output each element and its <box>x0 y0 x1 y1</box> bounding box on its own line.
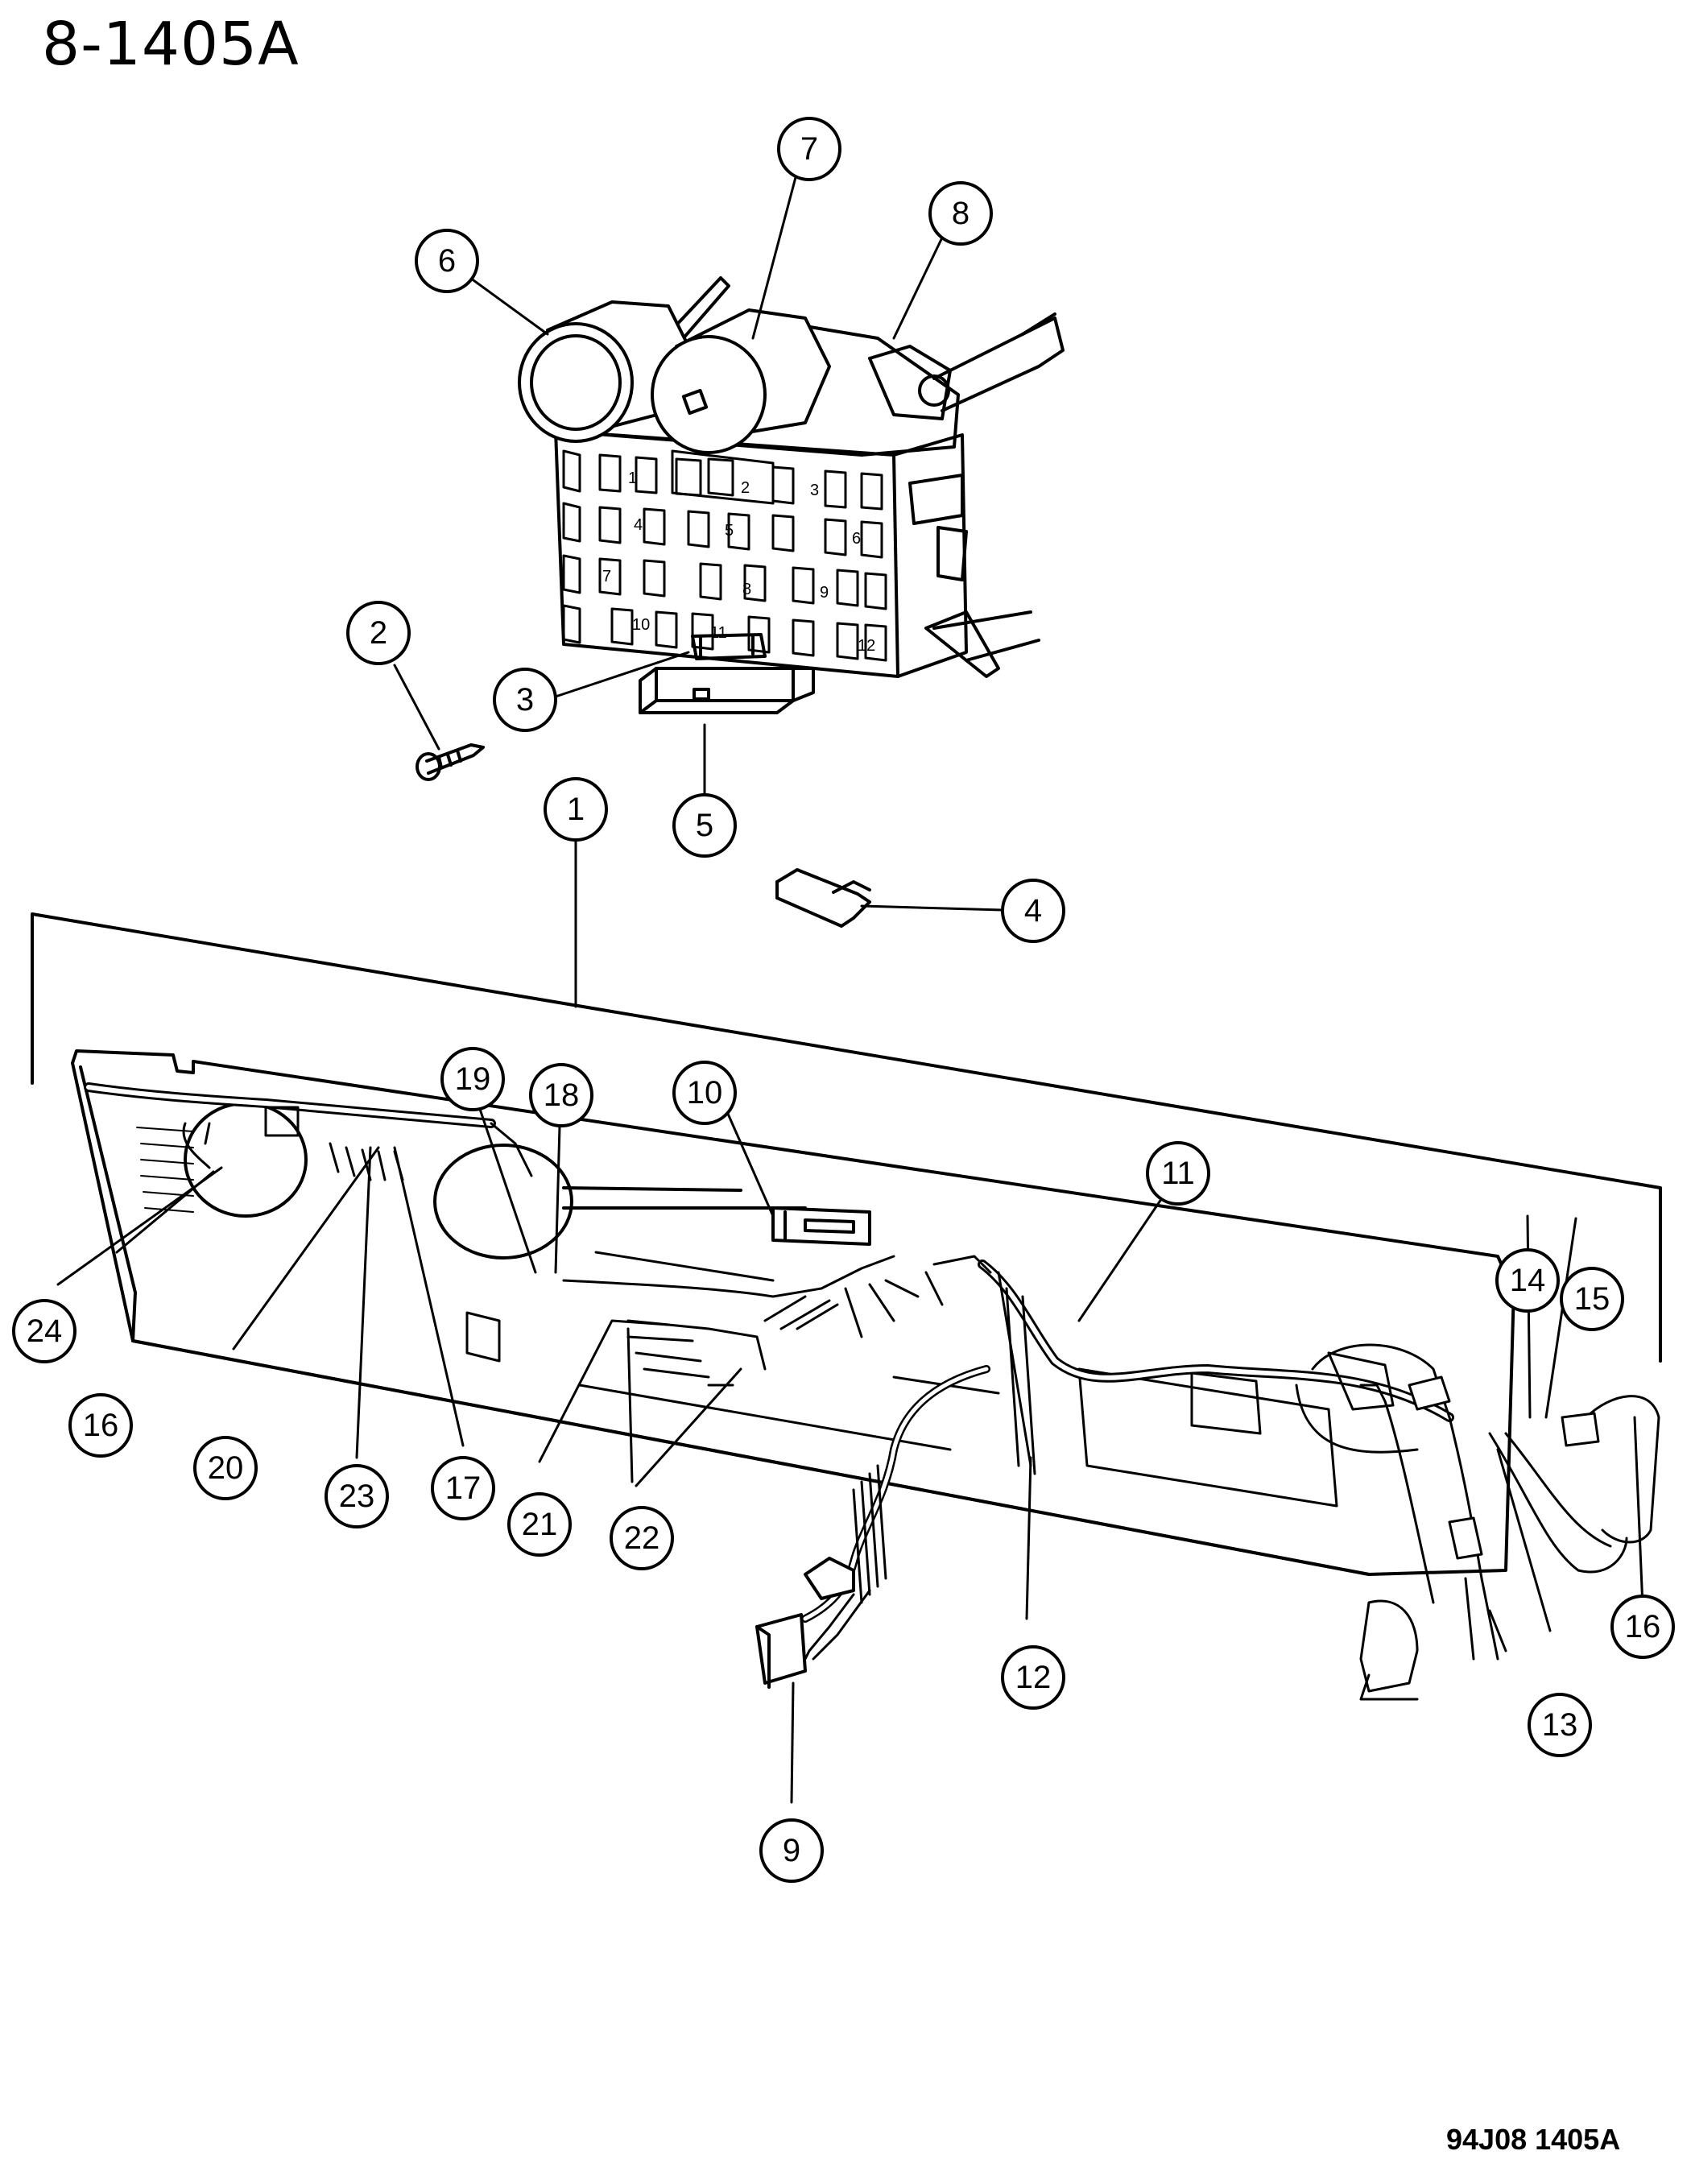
callout-5: 5 <box>672 793 737 858</box>
callout-label: 15 <box>1574 1281 1610 1317</box>
callout-label: 7 <box>800 131 818 167</box>
callout-label: 9 <box>783 1833 800 1868</box>
callout-label: 4 <box>1024 893 1042 929</box>
callout-label: 22 <box>624 1520 660 1556</box>
callout-label: 21 <box>522 1507 558 1542</box>
callout-label: 14 <box>1510 1263 1546 1298</box>
callout-label: 13 <box>1542 1707 1578 1743</box>
callout-label: 16 <box>1625 1609 1661 1644</box>
inserted-fuse <box>691 633 767 660</box>
fuse-puller <box>639 667 815 714</box>
callout-17: 17 <box>431 1456 495 1520</box>
callout-8: 8 <box>928 181 993 246</box>
screw <box>416 743 485 781</box>
mini-fuse <box>775 868 871 928</box>
callout-19: 19 <box>440 1047 505 1111</box>
callout-label: 5 <box>696 808 713 843</box>
callout-label: 12 <box>1015 1660 1052 1695</box>
callout-label: 1 <box>567 792 585 827</box>
callout-10: 10 <box>672 1061 737 1125</box>
callout-label: 11 <box>1161 1156 1195 1191</box>
callout-4: 4 <box>1001 879 1065 943</box>
fuse-numbers: 1 2 3 4 5 6 7 8 9 10 11 12 <box>602 469 875 655</box>
fuse-number: 6 <box>852 530 861 548</box>
callout-label: 2 <box>370 615 387 651</box>
figure-id: 8-1405A <box>42 10 300 79</box>
callout-label: 18 <box>544 1078 580 1113</box>
callout-11: 11 <box>1146 1141 1210 1206</box>
leader-lines <box>56 155 1644 1804</box>
flasher-right <box>651 308 831 454</box>
fuse-number: 12 <box>858 637 875 655</box>
callout-22: 22 <box>610 1506 674 1570</box>
callout-label: 20 <box>208 1450 244 1486</box>
callout-12: 12 <box>1001 1645 1065 1710</box>
callout-label: 19 <box>455 1061 491 1097</box>
callout-23: 23 <box>325 1464 389 1528</box>
callout-label: 10 <box>687 1075 723 1111</box>
callout-16-right: 16 <box>1610 1595 1675 1659</box>
callout-6: 6 <box>415 229 479 293</box>
callout-14: 14 <box>1495 1248 1560 1313</box>
fuse-number: 9 <box>820 584 829 602</box>
callout-1: 1 <box>544 777 608 842</box>
fuse-number: 3 <box>810 482 819 499</box>
fuse-number: 11 <box>710 624 727 642</box>
callout-2: 2 <box>346 601 411 665</box>
callout-16-left: 16 <box>68 1393 133 1458</box>
callout-21: 21 <box>507 1492 572 1557</box>
fuse-number: 7 <box>602 568 611 585</box>
callout-7: 7 <box>777 117 841 181</box>
callout-9: 9 <box>759 1818 824 1883</box>
callout-13: 13 <box>1528 1693 1592 1757</box>
fuse-number: 5 <box>725 522 734 540</box>
callout-label: 17 <box>445 1470 482 1506</box>
cluster-connector <box>771 1206 871 1246</box>
callout-label: 16 <box>83 1408 119 1443</box>
fuse-number: 4 <box>634 516 643 534</box>
wiring-harness <box>84 1082 1660 1701</box>
harness-connector <box>755 1557 855 1689</box>
callout-label: 6 <box>438 243 456 279</box>
callouts: 1 2 3 4 5 6 7 8 9 10 11 12 13 14 15 16 1… <box>12 117 1675 1883</box>
fuse-block: 1 2 3 4 5 6 7 8 9 10 11 12 <box>554 276 1065 678</box>
callout-20: 20 <box>193 1436 258 1500</box>
callout-24: 24 <box>12 1299 76 1363</box>
fuse-number: 2 <box>741 479 750 497</box>
callout-label: 23 <box>339 1479 375 1514</box>
drawing-code: 94J08 1405A <box>1446 2123 1621 2156</box>
callout-label: 8 <box>952 196 970 231</box>
callout-label: 24 <box>27 1313 63 1349</box>
callout-18: 18 <box>529 1063 593 1127</box>
callout-label: 3 <box>516 682 534 718</box>
callout-3: 3 <box>493 668 557 732</box>
fuse-number: 8 <box>742 581 751 598</box>
fuse-number: 1 <box>628 469 637 487</box>
callout-15: 15 <box>1560 1267 1624 1331</box>
fuse-number: 10 <box>632 616 650 634</box>
